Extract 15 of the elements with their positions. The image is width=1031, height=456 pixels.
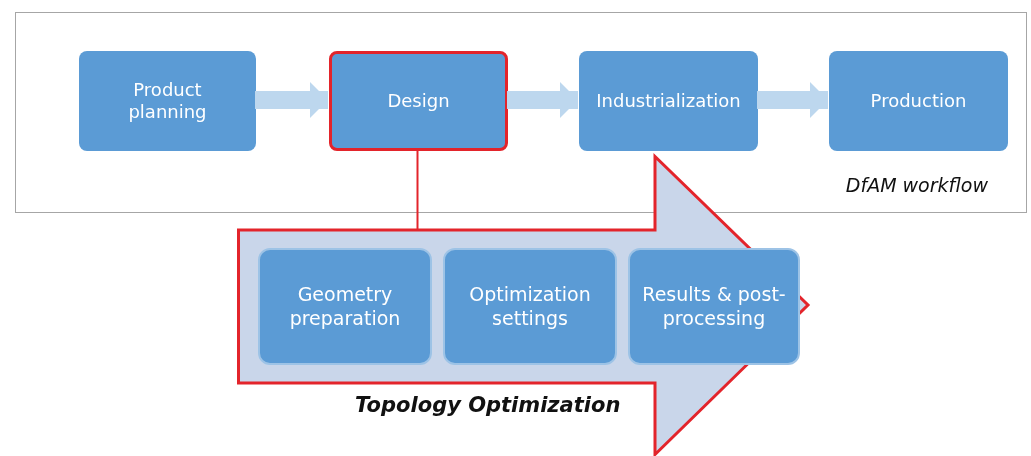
step-box: Geometry preparation (258, 248, 432, 365)
process-arrow (237, 155, 810, 456)
arrow-title: Topology Optimization (355, 393, 621, 417)
process-box: Industrialization (579, 51, 758, 151)
step-box: Results & post-processing (628, 248, 800, 365)
chevron-arrow (507, 82, 578, 118)
chevron-arrow (757, 82, 828, 118)
panel-title: DfAM workflow (845, 174, 988, 196)
process-box: Production (829, 51, 1008, 151)
process-box: Design (329, 51, 508, 151)
workflow-panel (15, 12, 1027, 213)
connector-line (416, 149, 419, 231)
chevron-arrow (255, 82, 328, 118)
step-box: Optimization settings (443, 248, 617, 365)
process-box: Product planning (79, 51, 256, 151)
